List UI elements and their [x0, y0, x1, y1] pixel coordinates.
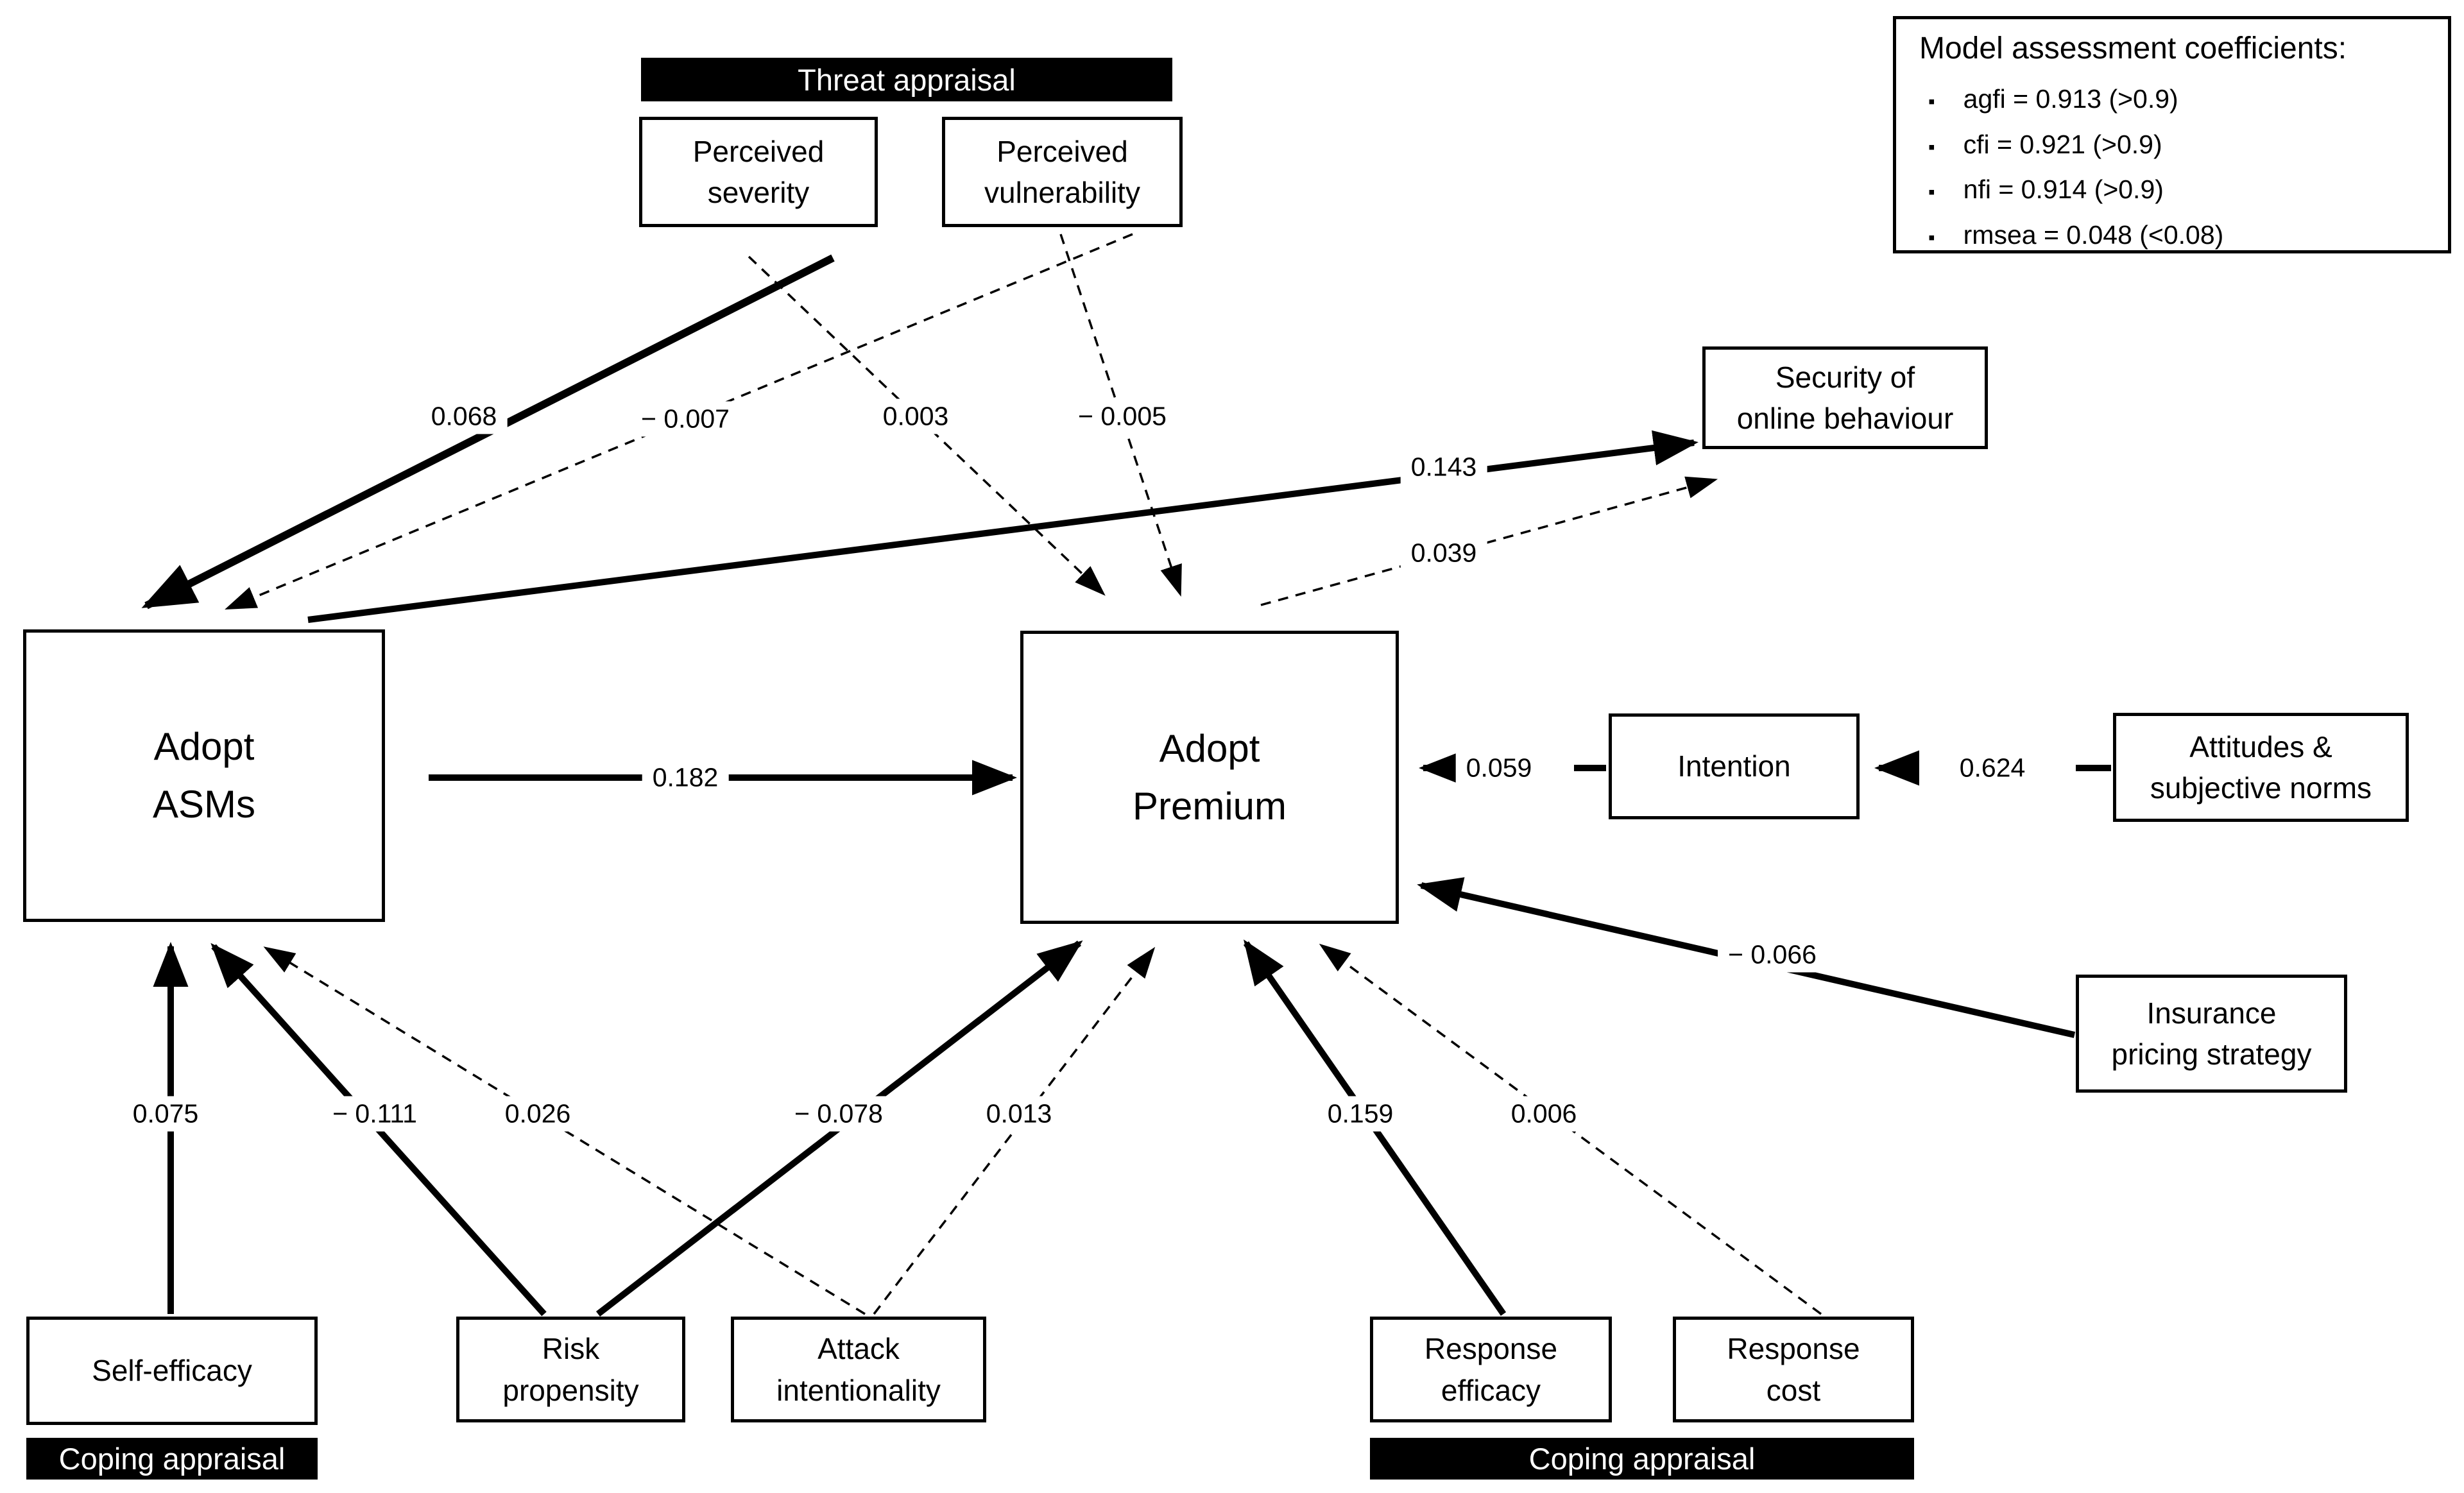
model-assessment-title: Model assessment coefficients: [1919, 31, 2347, 65]
coef-responseefficacy-premium: 0.159 [1317, 1096, 1404, 1132]
bullet-square-icon: ▪ [1928, 226, 1935, 248]
bullet-square-icon: ▪ [1928, 91, 1935, 112]
node-intention: Intention [1609, 713, 1860, 819]
model-assessment-item: ▪ agfi = 0.913 (>0.9) [1919, 76, 2448, 122]
model-assessment-item-text: agfi = 0.913 (>0.9) [1963, 84, 2178, 114]
node-response-efficacy: Response efficacy [1370, 1317, 1612, 1422]
bullet-square-icon: ▪ [1928, 182, 1935, 203]
node-response-cost: Response cost [1673, 1317, 1914, 1422]
coef-risk-premium: − 0.078 [784, 1096, 893, 1132]
node-adopt-premium: Adopt Premium [1020, 631, 1399, 924]
coef-attitudes-intention: 0.624 [1949, 750, 2036, 786]
model-assessment-item-text: rmsea = 0.048 (<0.08) [1963, 219, 2224, 250]
node-perceived-vulnerability: Perceived vulnerability [942, 117, 1183, 227]
node-perceived-severity: Perceived severity [639, 117, 878, 227]
model-assessment-list: ▪ agfi = 0.913 (>0.9) ▪ cfi = 0.921 (>0.… [1919, 76, 2448, 257]
edge-premium-security [1260, 476, 1718, 606]
coef-vulnerability-asms: − 0.007 [631, 401, 740, 437]
coping-appraisal-bar-left: Coping appraisal [26, 1438, 318, 1480]
model-assessment-item: ▪ cfi = 0.921 (>0.9) [1919, 122, 2448, 167]
coef-severity-premium: 0.003 [872, 398, 959, 434]
model-assessment-item-text: cfi = 0.921 (>0.9) [1963, 129, 2162, 159]
coef-intention-premium: 0.059 [1455, 750, 1543, 786]
model-assessment-item: ▪ rmsea = 0.048 (<0.08) [1919, 212, 2448, 258]
model-assessment-item: ▪ nfi = 0.914 (>0.9) [1919, 167, 2448, 212]
node-attack-intentionality: Attack intentionality [731, 1317, 986, 1422]
coef-responsecost-premium: 0.006 [1500, 1096, 1587, 1132]
threat-appraisal-bar: Threat appraisal [641, 58, 1172, 101]
coef-severity-asms: 0.068 [420, 398, 508, 434]
coef-premium-security: 0.039 [1400, 535, 1487, 571]
coef-risk-asms: − 0.111 [322, 1096, 427, 1132]
coef-attack-asms: 0.026 [494, 1096, 581, 1132]
node-adopt-asms: Adopt ASMs [23, 629, 385, 922]
node-self-efficacy: Self-efficacy [26, 1317, 318, 1425]
coping-appraisal-bar-right: Coping appraisal [1370, 1438, 1914, 1480]
node-security-of-online-behaviour: Security of online behaviour [1702, 346, 1988, 449]
coef-asms-premium: 0.182 [642, 760, 729, 796]
coef-vulnerability-premium: − 0.005 [1068, 398, 1177, 434]
coef-selfefficacy-asms: 0.075 [122, 1096, 209, 1132]
node-insurance-pricing-strategy: Insurance pricing strategy [2076, 975, 2347, 1093]
coef-insurance-premium: − 0.066 [1718, 937, 1827, 973]
model-assessment-item-text: nfi = 0.914 (>0.9) [1963, 175, 2164, 205]
coef-attack-premium: 0.013 [975, 1096, 1063, 1132]
model-assessment-box: Model assessment coefficients: ▪ agfi = … [1893, 16, 2451, 253]
node-attitudes-subjective-norms: Attitudes & subjective norms [2113, 713, 2409, 822]
coef-asms-security: 0.143 [1400, 449, 1487, 485]
edge-attack-premium [873, 946, 1156, 1315]
edge-severity-premium [748, 255, 1106, 596]
bullet-square-icon: ▪ [1928, 136, 1935, 158]
node-risk-propensity: Risk propensity [456, 1317, 685, 1422]
